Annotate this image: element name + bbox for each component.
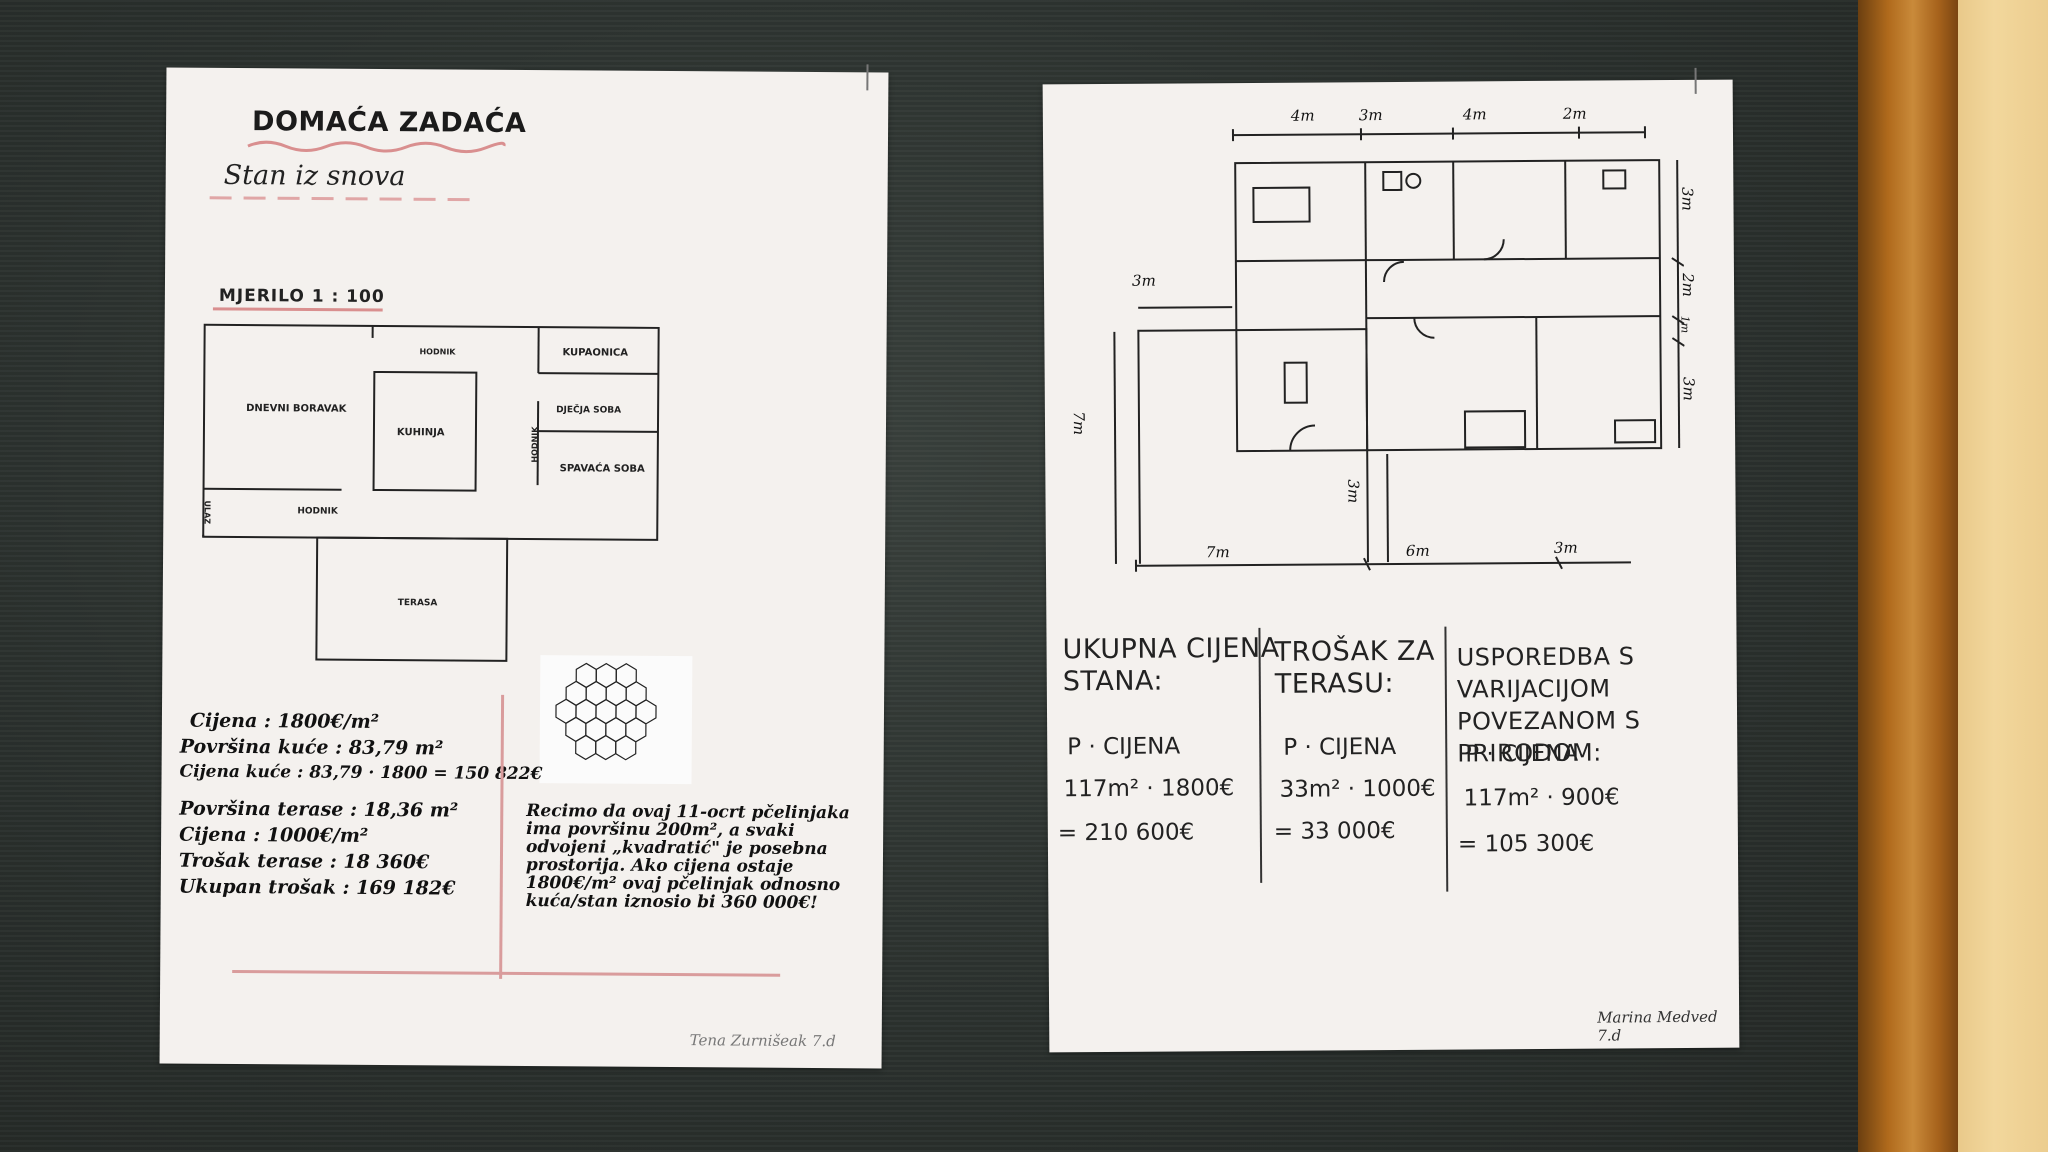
- room-hall-mid: HODNIK: [530, 426, 540, 463]
- wall: [1958, 0, 2048, 1152]
- dim-right-2: 2m: [1678, 272, 1698, 297]
- dim-bottom-2: 6m: [1405, 541, 1430, 560]
- dim-top-4: 2m: [1562, 104, 1587, 123]
- calc-line-4: Površina terase : 18,36 m²: [179, 797, 459, 822]
- room-living: DNEVNI BORAVAK: [246, 403, 347, 415]
- pin: [1694, 67, 1697, 94]
- calc-line-1: Cijena : 1800€/m²: [189, 709, 380, 733]
- honeycomb-picture: [539, 655, 693, 785]
- title-underline: [247, 140, 506, 154]
- poster-title: DOMAĆA ZADAĆA: [252, 106, 527, 140]
- dim-bottom-3: 3m: [1553, 538, 1578, 557]
- dim-terrace-width: 3m: [1131, 271, 1156, 290]
- column-1-result: = 210 600€: [1057, 819, 1195, 847]
- dim-bottom-1: 7m: [1205, 543, 1230, 562]
- room-bathroom: KUPAONICA: [562, 347, 629, 359]
- calc-line-3: Cijena kuće : 83,79 · 1800 = 150 822€: [179, 761, 543, 785]
- signature-right: Marina Medved 7.d: [1597, 1007, 1718, 1045]
- dim-right-3: 1m: [1678, 315, 1692, 334]
- calc-line-7: Ukupan trošak : 169 182€: [178, 875, 456, 900]
- column-divider-2: [1444, 626, 1449, 892]
- floor-plan-right: [1113, 126, 1686, 565]
- room-terrace: TERASA: [397, 598, 438, 609]
- column-1-formula: 117m² · 1800€: [1063, 775, 1235, 803]
- dim-terrace-height: 7m: [1069, 411, 1088, 436]
- right-poster: 4m 3m 4m 2m 3m 2m 1m 3m 3m 7m 3m 7m 6m 3…: [1042, 67, 1740, 1053]
- pin: [866, 64, 869, 91]
- subtitle-dashes: [209, 196, 480, 202]
- column-3-result: = 105 300€: [1457, 830, 1595, 858]
- dim-right-4: 3m: [1679, 376, 1698, 401]
- divider-horizontal: [232, 969, 781, 977]
- room-hall-bottom: HODNIK: [297, 506, 338, 517]
- floor-plan-left: [202, 323, 660, 662]
- room-kids: DJEČJA SOBA: [556, 405, 622, 416]
- poster-subtitle: Stan iz snova: [223, 159, 406, 193]
- room-kitchen: KUHINJA: [396, 427, 445, 439]
- dim-top-2: 3m: [1358, 106, 1383, 125]
- wooden-door-frame: [1858, 0, 1958, 1152]
- column-2-label: P · CIJENA: [1283, 733, 1397, 761]
- column-2-result: = 33 000€: [1273, 817, 1396, 845]
- dim-top-1: 4m: [1290, 106, 1315, 125]
- calc-line-6: Trošak terase : 18 360€: [178, 849, 430, 874]
- divider-vertical: [499, 694, 505, 979]
- column-1-label: P · CIJENA: [1067, 733, 1181, 761]
- room-bedroom: SPAVAĆA SOBA: [559, 463, 645, 475]
- column-2-heading: TROŠAK ZA TERASU:: [1274, 635, 1436, 700]
- scale-underline: [212, 307, 383, 312]
- calc-line-5: Cijena : 1000€/m²: [179, 823, 369, 847]
- dim-right-1: 3m: [1678, 186, 1697, 211]
- column-2-formula: 33m² · 1000€: [1279, 775, 1436, 803]
- honeycomb-note: Recimo da ovaj 11-ocrt pčelinjaka ima po…: [525, 801, 850, 914]
- dim-inner-height: 3m: [1344, 479, 1363, 504]
- calc-line-2: Površina kuće : 83,79 m²: [179, 735, 444, 760]
- bottom-dimension-line: [1134, 556, 1631, 572]
- room-hall-top: HODNIK: [419, 347, 456, 357]
- dim-top-3: 4m: [1462, 105, 1487, 124]
- left-poster: DOMAĆA ZADAĆA Stan iz snova MJERILO 1 : …: [159, 64, 889, 1069]
- room-entrance: ULAZ: [202, 500, 212, 525]
- signature-left: Tena Zurnišeak 7.d: [689, 1031, 836, 1051]
- column-1-heading: UKUPNA CIJENA STANA:: [1062, 632, 1280, 698]
- scale-label: MJERILO 1 : 100: [218, 285, 385, 308]
- column-3-label: P · CIJENA: [1465, 740, 1579, 768]
- column-3-formula: 117m² · 900€: [1463, 784, 1620, 812]
